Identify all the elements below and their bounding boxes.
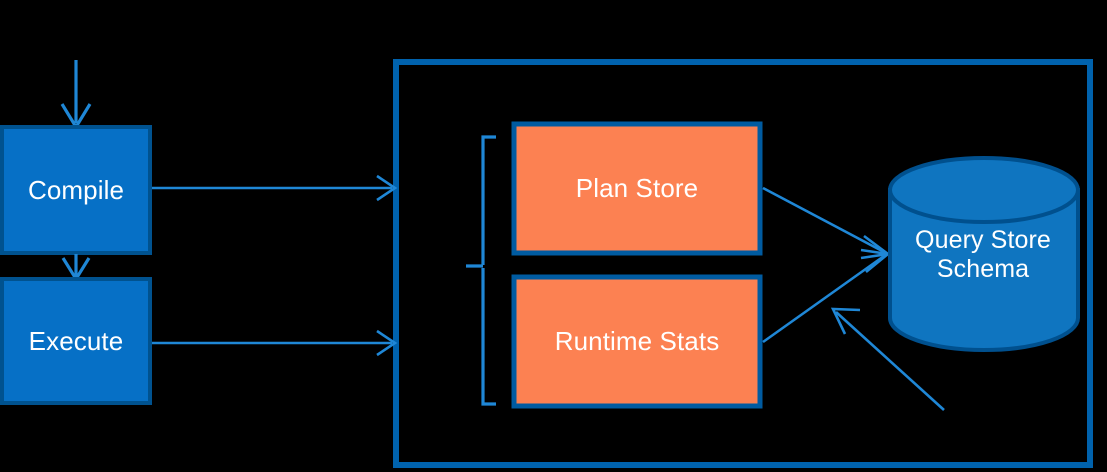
connector-external-to-schema [830,307,945,411]
connector-compile-to-container [152,174,398,202]
connector-plan-store-to-schema [762,186,892,260]
connector-compile-to-execute [61,254,91,283]
query-store-container-box [393,59,1093,468]
plan-store-box[interactable] [511,121,763,256]
compile-box[interactable] [0,125,152,255]
connector-runtime-stats-to-schema [762,248,892,344]
connector-input-to-compile [60,60,92,131]
connector-execute-to-container [152,329,398,357]
runtime-stats-box[interactable] [511,274,763,409]
execute-box[interactable] [0,277,152,405]
stores-group-bracket [466,135,496,406]
query-store-schema-cylinder[interactable] [888,156,1080,352]
